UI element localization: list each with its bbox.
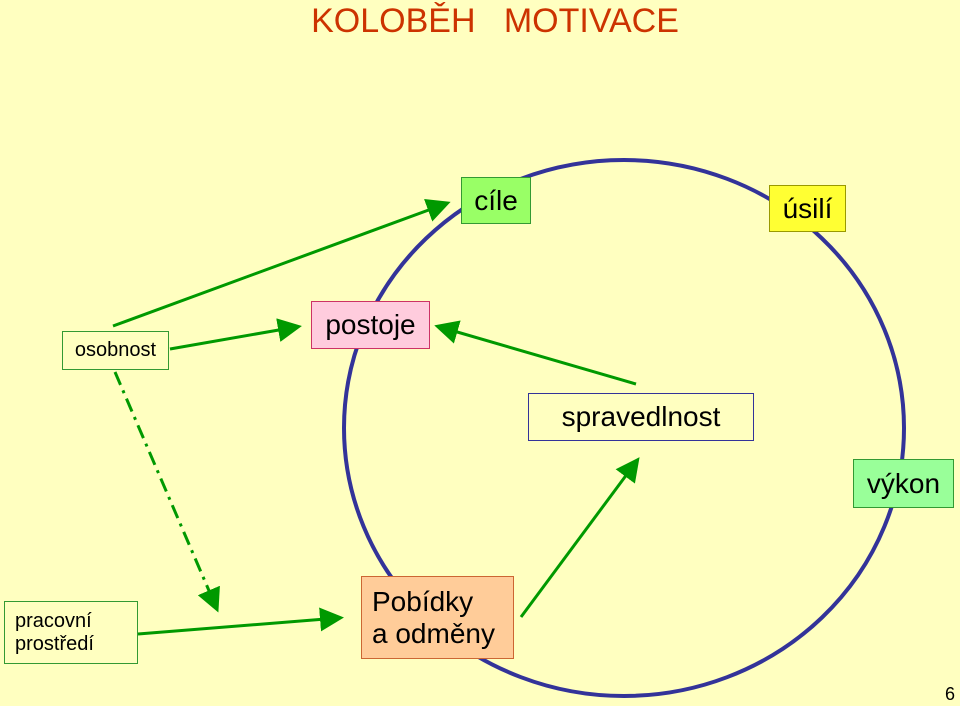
- node-osobnost-label: osobnost: [74, 339, 157, 361]
- node-pobidky: Pobídky a odměny: [361, 576, 514, 659]
- node-vykon: výkon: [853, 459, 954, 508]
- node-pobidky-line-1: Pobídky: [372, 585, 474, 617]
- page-title: KOLOBĚH MOTIVACE: [311, 2, 679, 40]
- arrow-osobnost-to-cile: [112, 198, 451, 328]
- arrow-prostredi-to-pobidky: [137, 607, 344, 636]
- node-spravedlnost: spravedlnost: [528, 393, 754, 441]
- node-usili-label: úsilí: [782, 192, 833, 224]
- node-spravedlnost-label: spravedlnost: [561, 401, 721, 432]
- node-postoje: postoje: [311, 301, 430, 349]
- node-cile-label: cíle: [474, 184, 518, 216]
- node-pracovni-prostredi-line-2: prostředí: [15, 632, 94, 655]
- node-vykon-label: výkon: [866, 467, 941, 499]
- node-cile: cíle: [461, 177, 531, 224]
- node-postoje-label: postoje: [325, 309, 416, 340]
- dashed-arrow-osobnost-to-prostredi: [113, 371, 220, 613]
- arrow-spravedlnost-to-postoje: [434, 320, 637, 386]
- node-pobidky-line-2: a odměny: [372, 617, 495, 649]
- node-usili: úsilí: [769, 185, 846, 232]
- arrow-osobnost-to-postoje: [169, 318, 302, 351]
- arrow-pobidky-to-spravedlnost: [519, 457, 640, 618]
- node-pracovni-prostredi-line-1: pracovní: [15, 609, 92, 632]
- page-number: 6: [945, 684, 956, 704]
- cycle-circle: [342, 158, 906, 698]
- node-pracovni-prostredi: pracovní prostředí: [4, 601, 138, 664]
- node-osobnost: osobnost: [62, 331, 169, 370]
